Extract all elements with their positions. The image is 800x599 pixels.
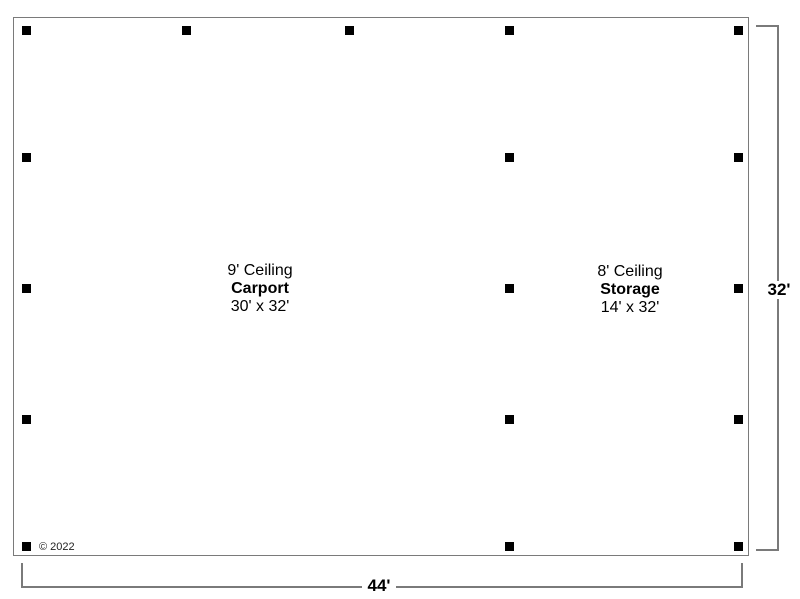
- room-size: 14' x 32': [600, 299, 660, 316]
- post: [22, 153, 31, 162]
- post: [22, 415, 31, 424]
- post: [182, 26, 191, 35]
- ceiling-height: 8' Ceiling: [597, 263, 663, 280]
- post: [22, 26, 31, 35]
- room-size: 30' x 32': [230, 298, 290, 315]
- post: [734, 153, 743, 162]
- post: [734, 26, 743, 35]
- post: [734, 284, 743, 293]
- room-name: Storage: [600, 281, 660, 298]
- room-label-storage: 8' Ceiling Storage 14' x 32': [530, 263, 730, 317]
- copyright-notice: © 2022: [39, 541, 75, 553]
- post: [22, 542, 31, 551]
- ceiling-height: 9' Ceiling: [227, 262, 293, 279]
- depth-dimension-top-tick: [756, 25, 779, 27]
- post: [734, 415, 743, 424]
- floor-plan-outline: [13, 17, 749, 556]
- depth-dimension-bottom-tick: [756, 549, 779, 551]
- post: [345, 26, 354, 35]
- post: [734, 542, 743, 551]
- width-dimension-label: 44': [362, 577, 396, 595]
- post: [505, 284, 514, 293]
- width-dimension-left-tick: [21, 563, 23, 587]
- post: [505, 415, 514, 424]
- room-name: Carport: [231, 280, 289, 297]
- post: [505, 542, 514, 551]
- width-dimension-right-tick: [741, 563, 743, 587]
- post: [22, 284, 31, 293]
- depth-dimension-label: 32': [764, 281, 794, 299]
- room-label-carport: 9' Ceiling Carport 30' x 32': [160, 262, 360, 316]
- post: [505, 26, 514, 35]
- post: [505, 153, 514, 162]
